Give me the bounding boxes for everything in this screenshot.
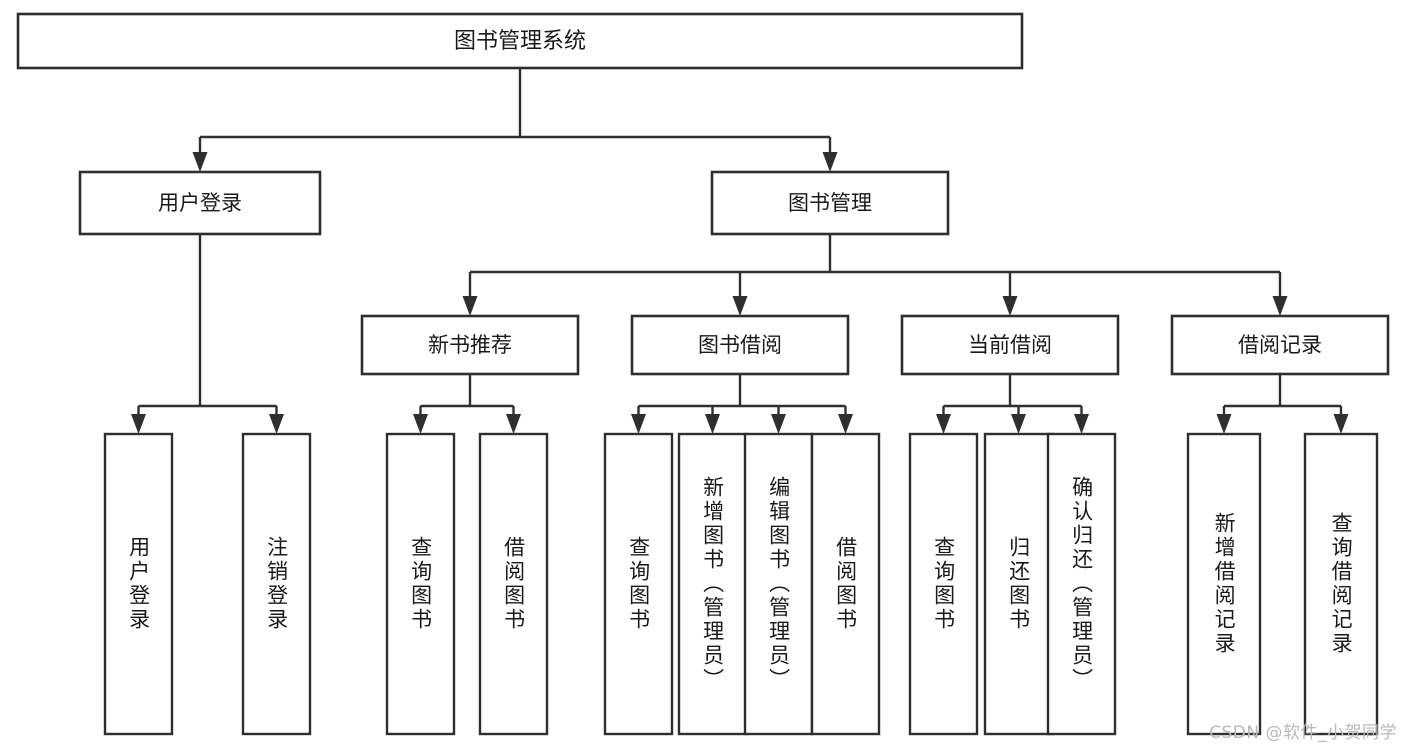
node-leaf-0[interactable] bbox=[103, 432, 174, 736]
arrow-to-leaf-1-1 bbox=[506, 414, 521, 434]
connectors-layer bbox=[131, 68, 1349, 434]
watermark-text: CSDN @软件_小贺同学 bbox=[1209, 723, 1397, 743]
arrow-to-leaf-0-1 bbox=[269, 414, 284, 434]
node-root-label: 图书管理系统 bbox=[454, 29, 586, 54]
node-leaf-4[interactable] bbox=[603, 432, 674, 736]
arrow-to-leaf-3-0 bbox=[936, 414, 951, 434]
arrow-to-leaf-2-2 bbox=[771, 414, 786, 434]
node-level3-0-label: 新书推荐 bbox=[428, 333, 512, 357]
node-level3-1-rect[interactable] bbox=[630, 314, 850, 376]
arrow-to-leaf-3-2 bbox=[1074, 414, 1089, 434]
node-level3-1[interactable]: 图书借阅 bbox=[630, 314, 850, 376]
node-leaf-9[interactable] bbox=[983, 432, 1054, 736]
node-level2-1-rect[interactable] bbox=[710, 170, 950, 236]
arrow-to-leaf-0-0 bbox=[131, 414, 146, 434]
node-level3-2-label: 当前借阅 bbox=[968, 333, 1052, 357]
arrow-to-leaf-1-0 bbox=[413, 414, 428, 434]
arrow-to-leaf-2-0 bbox=[631, 414, 646, 434]
node-leaf-8[interactable] bbox=[908, 432, 979, 736]
node-level3-2-rect[interactable] bbox=[900, 314, 1120, 376]
arrow-to-leaf-2-3 bbox=[838, 414, 853, 434]
node-level2-0[interactable]: 用户登录 bbox=[78, 170, 322, 236]
node-root-rect[interactable] bbox=[16, 12, 1024, 70]
node-level3-2[interactable]: 当前借阅 bbox=[900, 314, 1120, 376]
node-leaf-3[interactable] bbox=[478, 432, 549, 736]
node-leaf-11[interactable] bbox=[1186, 432, 1262, 736]
arrow-to-level3-2 bbox=[1002, 296, 1018, 316]
arrow-to-level2-0 bbox=[192, 152, 208, 172]
arrow-to-level3-0 bbox=[462, 296, 478, 316]
node-level2-0-rect[interactable] bbox=[78, 170, 322, 236]
arrow-to-leaf-4-0 bbox=[1216, 414, 1232, 434]
node-level2-1-label: 图书管理 bbox=[788, 191, 872, 215]
node-level3-1-label: 图书借阅 bbox=[698, 333, 782, 357]
node-root[interactable]: 图书管理系统 bbox=[16, 12, 1024, 70]
arrow-to-level2-1 bbox=[822, 152, 838, 172]
node-level2-1[interactable]: 图书管理 bbox=[710, 170, 950, 236]
arrow-to-leaf-2-1 bbox=[705, 414, 720, 434]
node-leaf-7[interactable] bbox=[810, 432, 881, 736]
node-level3-3-rect[interactable] bbox=[1170, 314, 1390, 376]
arrow-to-level3-1 bbox=[732, 296, 748, 316]
arrow-to-leaf-3-1 bbox=[1011, 414, 1026, 434]
node-leaf-10[interactable] bbox=[1046, 432, 1117, 736]
node-level3-3[interactable]: 借阅记录 bbox=[1170, 314, 1390, 376]
node-leaf-12[interactable] bbox=[1303, 432, 1379, 736]
node-level3-0[interactable]: 新书推荐 bbox=[360, 314, 580, 376]
node-leaf-6[interactable] bbox=[743, 432, 814, 736]
node-leaf-5[interactable] bbox=[677, 432, 748, 736]
node-level3-3-label: 借阅记录 bbox=[1238, 333, 1322, 357]
arrow-to-leaf-4-1 bbox=[1333, 414, 1349, 434]
arrow-to-level3-3 bbox=[1272, 296, 1288, 316]
node-leaf-1[interactable] bbox=[241, 432, 312, 736]
node-level3-0-rect[interactable] bbox=[360, 314, 580, 376]
node-level2-0-label: 用户登录 bbox=[158, 191, 242, 215]
node-leaf-2[interactable] bbox=[385, 432, 456, 736]
